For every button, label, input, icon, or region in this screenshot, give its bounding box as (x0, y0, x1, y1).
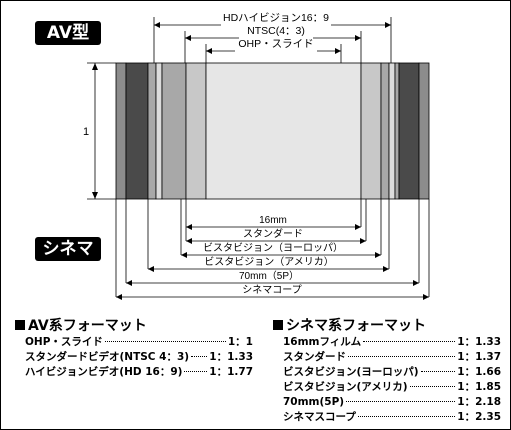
cinema-dim-label-16mm: 16mm (259, 215, 287, 226)
bullet-square-icon (15, 320, 25, 330)
band-outer-left (115, 62, 127, 200)
cinema-dim-label-scope: シネマコープ (242, 284, 301, 296)
bullet-square-icon (273, 320, 283, 330)
band-stripe-right (388, 62, 396, 200)
cinema-type-label: シネマ型 (35, 237, 101, 283)
band-inner-right (360, 62, 382, 200)
band-mid-left (147, 62, 157, 200)
band-stripe-left (155, 62, 163, 200)
height-dimension (87, 62, 116, 200)
cinema-format-row: 70mm(5P)1：2.18 (283, 396, 501, 408)
cinema-formats-title: シネマ系フォーマット (273, 315, 426, 335)
cinema-format-row: ビスタビジョン(ヨーロッパ)1：1.66 (283, 366, 501, 378)
cinema-dim-label-vista-us: ビスタビジョン（アメリカ） (204, 256, 334, 268)
av-formats-title: AV系フォーマット (15, 315, 147, 335)
cinema-dimension-lines (115, 199, 430, 298)
band-center (205, 62, 362, 200)
screen-bands (115, 62, 430, 200)
band-dark-right (398, 62, 420, 200)
cinema-arrowheads (116, 224, 429, 300)
cinema-dim-label-standard: スタンダード (243, 227, 303, 240)
av-type-label: AV型 (35, 21, 101, 45)
cinema-dim-label-70mm: 70mm（5P） (239, 270, 299, 282)
height-label: 1 (83, 126, 89, 138)
aspect-ratio-diagram: HDハイビジョン16：9 NTSC(4：3) OHP・スライド 1 (83, 12, 430, 300)
cinema-dim-label-vista-eu: ビスタビジョン（ヨーロッパ） (203, 242, 343, 254)
av-format-row: スタンダードビデオ(NTSC 4：3)1：1.33 (25, 351, 253, 363)
av-format-row: ハイビジョンビデオ(HD 16：9)1：1.77 (25, 366, 253, 378)
band-dark-left (125, 62, 149, 200)
band-light-right (380, 62, 390, 200)
band-inner-left (185, 62, 207, 200)
cinema-format-row: ビスタビジョン(アメリカ)1：1.85 (283, 381, 501, 393)
av-arrowheads (154, 22, 391, 54)
av-dim-label-hd: HDハイビジョン16：9 (223, 12, 329, 24)
av-dim-label-ohp: OHP・スライド (238, 38, 313, 50)
av-dim-label-ntsc: NTSC(4：3) (247, 25, 305, 37)
band-outer-right (418, 62, 430, 200)
band-mid-right (394, 62, 400, 200)
band-light-left (161, 62, 187, 200)
